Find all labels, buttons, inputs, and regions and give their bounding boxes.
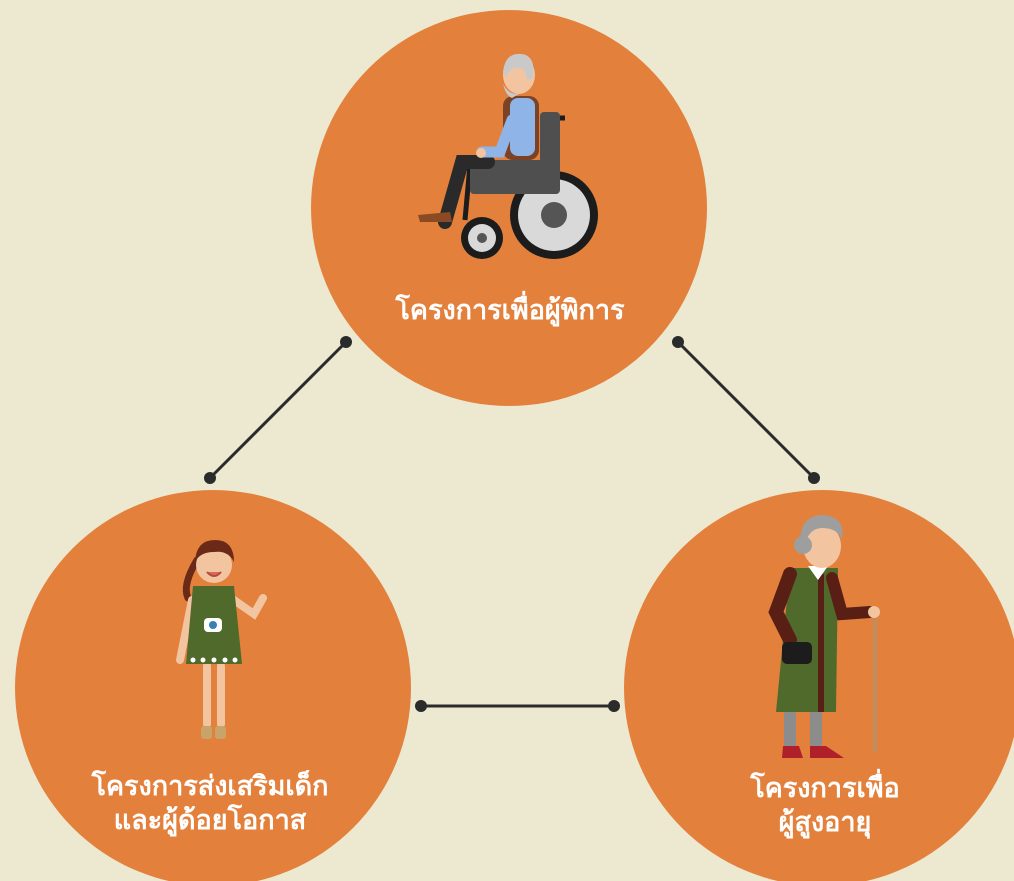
connector-top-left xyxy=(204,336,352,484)
disabled-program-label: โครงการเพื่อผู้พิการ xyxy=(330,294,690,328)
connector-bottom xyxy=(415,700,620,712)
circle-disabled-program[interactable] xyxy=(311,10,707,406)
youth-program-title-line1: โครงการส่งเสริมเด็ก xyxy=(91,771,329,802)
youth-program-title-line2: และผู้ด้อยโอกาส xyxy=(113,805,307,836)
elderly-program-label: โครงการเพื่อ ผู้สูงอายุ xyxy=(660,772,990,840)
connector-top-right xyxy=(672,336,820,484)
wheelchair-elderly-man-icon xyxy=(418,53,598,259)
elderly-program-title-line1: โครงการเพื่อ xyxy=(750,773,900,804)
disabled-program-title: โครงการเพื่อผู้พิการ xyxy=(395,295,625,326)
waving-girl-icon xyxy=(176,540,267,739)
circle-youth-program[interactable] xyxy=(15,490,411,881)
elderly-woman-with-cane-icon xyxy=(768,515,880,758)
elderly-program-title-line2: ผู้สูงอายุ xyxy=(778,807,872,838)
youth-program-label: โครงการส่งเสริมเด็ก และผู้ด้อยโอกาส xyxy=(40,770,380,838)
